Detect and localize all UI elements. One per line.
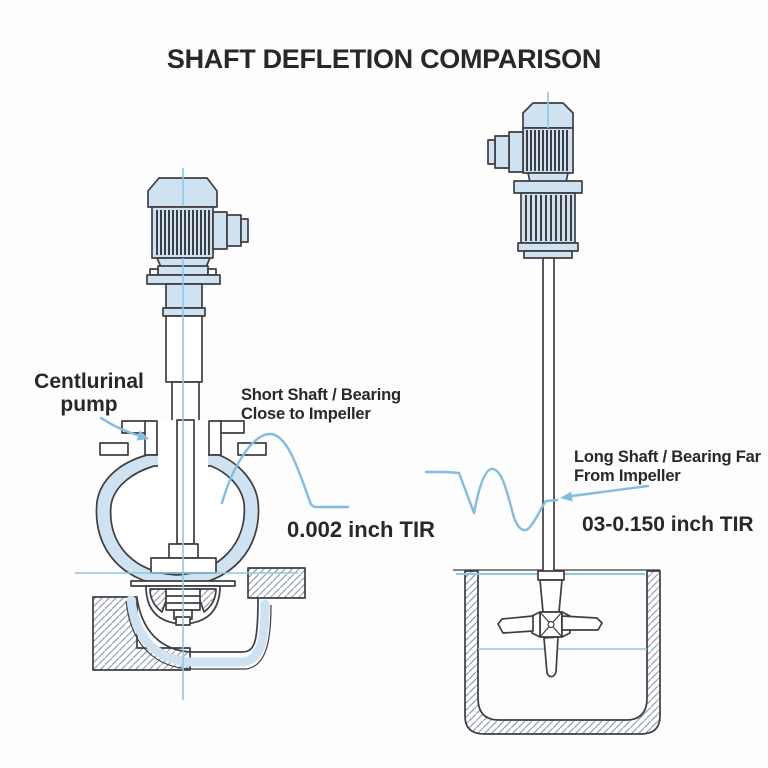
pump-casing-bottom-outline (125, 600, 272, 670)
mixer-coupling (539, 579, 563, 613)
pump-motor-fins-icon (156, 210, 210, 255)
mixer-blade-right (561, 615, 603, 631)
pump-column-narrow (171, 381, 200, 423)
mixer-blade-left (497, 615, 534, 634)
pump-neck-wall-right (208, 420, 222, 456)
pump-label: Centlurinal pump (34, 370, 144, 417)
mixer-label-arrowhead-icon (560, 491, 573, 502)
tank-wall (464, 570, 661, 735)
pump-column (162, 283, 206, 423)
mixer-tir-value: 03-0.150 inch TIR (582, 513, 754, 536)
mixer-junction-box-cap (487, 139, 496, 165)
mixer-motor (487, 102, 583, 259)
pump-casing (95, 419, 260, 588)
mixer-lower-flange (517, 242, 579, 252)
mixer-gearbox-fins-icon (525, 195, 572, 241)
mixer-shaft-assembly (497, 257, 603, 678)
pump-motor (146, 177, 249, 285)
mixer-hub-flange-left (531, 611, 541, 638)
pump-label-arrow (99, 416, 139, 437)
mixer-label-arrow (570, 484, 650, 498)
pump-neck-ledge-left (99, 442, 129, 456)
mixer-junction-box-cover (494, 135, 510, 169)
mixer-junction-box (508, 131, 524, 173)
deflection-curve-left (220, 432, 350, 509)
pump-junction-box-cover (226, 214, 242, 247)
mixer-impeller (497, 611, 603, 678)
deflection-curve-right (424, 467, 559, 532)
pump-label-arrowhead-icon (136, 430, 149, 441)
pump-figure (75, 168, 350, 700)
mixer-coupling-ring (537, 570, 565, 581)
long-shaft-annotation: Long Shaft / Bearing Far From Impeller (574, 448, 761, 486)
pump-junction-box (212, 211, 228, 250)
pump-junction-box-cap (240, 218, 249, 243)
tank (453, 569, 661, 735)
pump-tir-value: 0.002 inch TIR (287, 517, 435, 542)
pump-chamber-bottom (136, 597, 259, 653)
pump-column-lower (165, 315, 203, 383)
pump-flange-bolt-left (149, 268, 159, 276)
mixer-mounting-flange (513, 180, 583, 194)
pump-volute-passage (126, 595, 270, 667)
mixer-lower-flange-2 (523, 250, 573, 259)
mixer-hub-pin-icon (547, 620, 555, 629)
mixer-long-shaft (542, 257, 555, 574)
pump-flange-bolt-right (207, 268, 217, 276)
short-shaft-annotation: Short Shaft / Bearing Close to Impeller (241, 386, 401, 424)
diagram-title: SHAFT DEFLETION COMPARISON (166, 44, 602, 74)
pump-shaft (176, 419, 195, 545)
mixer-blade-down (543, 636, 559, 678)
mixer-motor-fins-icon (526, 130, 568, 171)
mixer-figure (424, 92, 661, 735)
pump-column-flange (162, 307, 206, 317)
pump-column-upper (165, 283, 203, 309)
pump-impeller-shroud-left (149, 588, 171, 613)
pump-impeller-shroud-right (195, 588, 217, 613)
